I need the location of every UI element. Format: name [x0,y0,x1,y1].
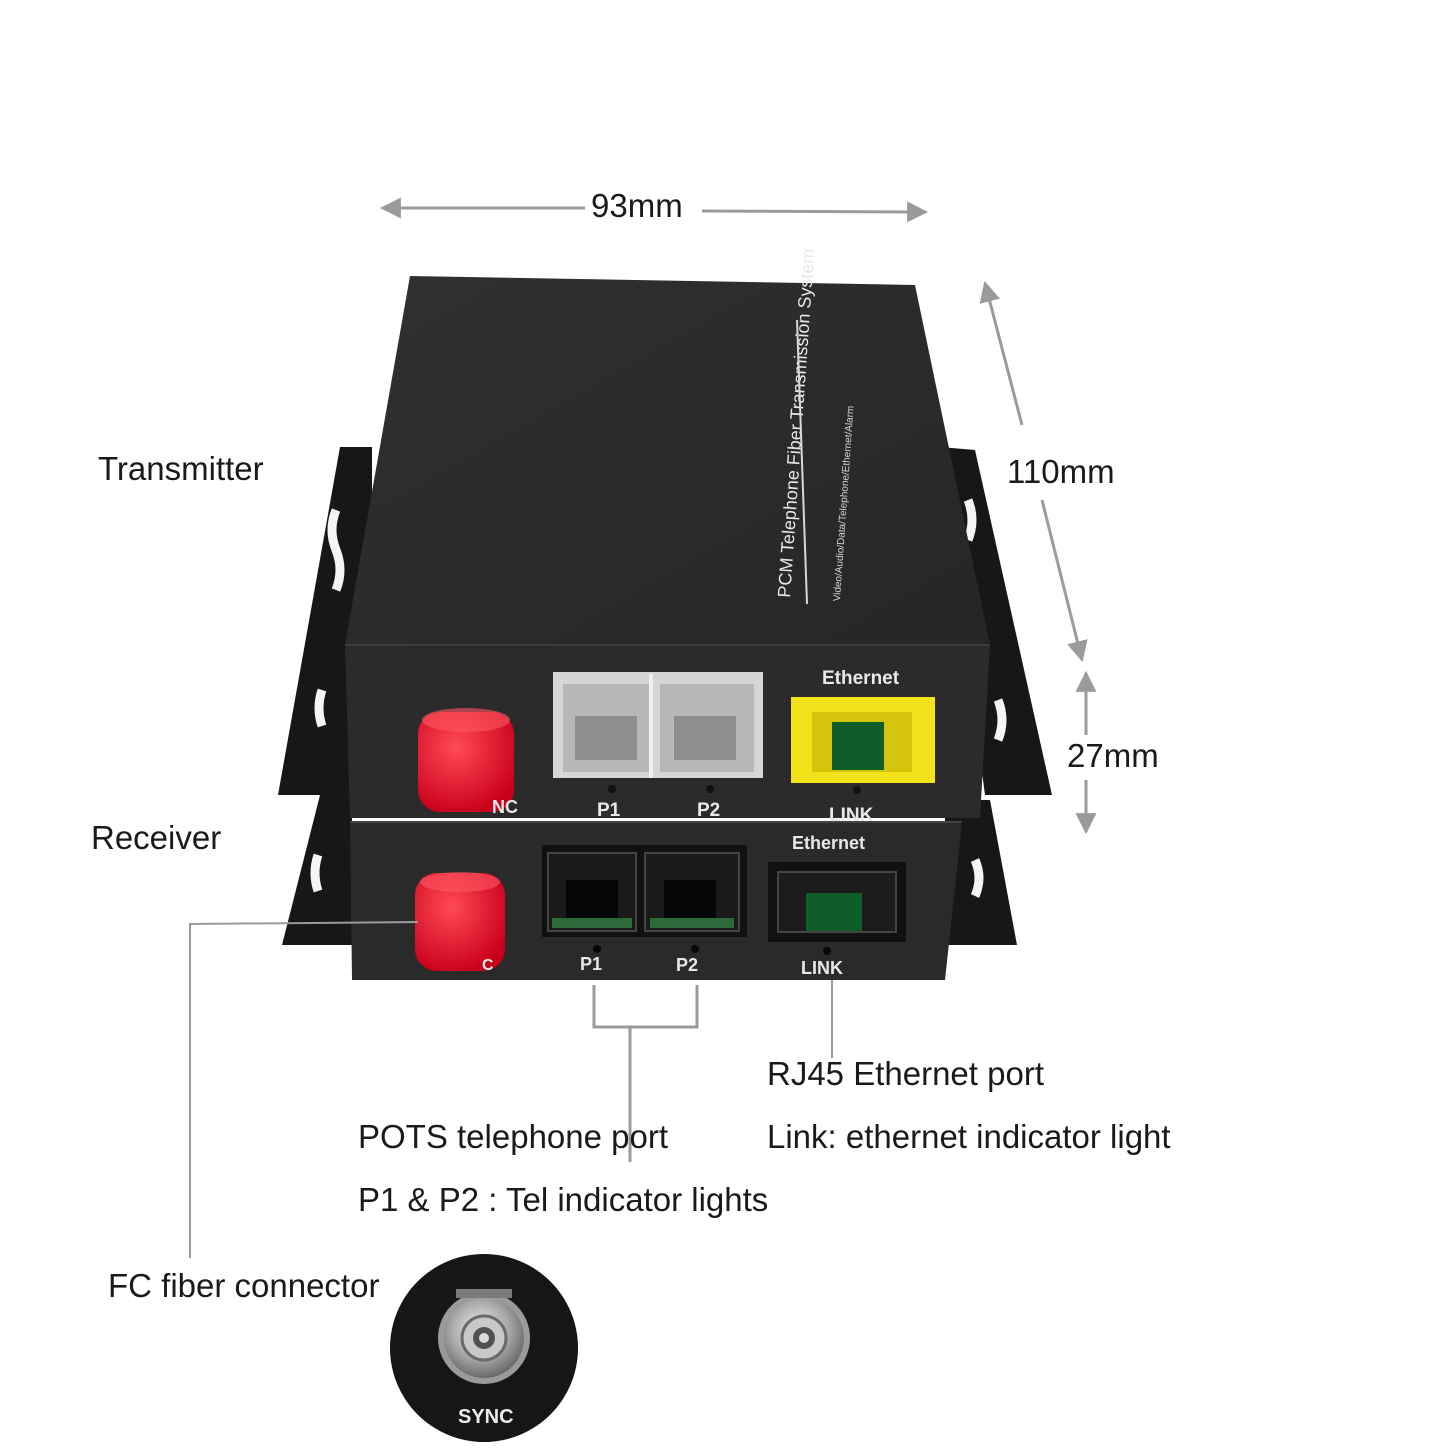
transmitter-ethernet-label: Ethernet [822,668,900,689]
receiver-fc-connector [415,872,505,971]
transmitter-fc-connector [418,708,514,812]
transmitter-link-label: LINK [829,805,874,826]
receiver-ethernet-label: Ethernet [792,833,865,853]
transmitter-ethernet-port [791,697,935,783]
transmitter-label: Transmitter [98,450,264,487]
transmitter-phone-ports [553,672,763,778]
link-light-callout: Link: ethernet indicator light [767,1118,1171,1155]
transmitter-p1-label: P1 [597,800,621,821]
receiver-ethernet-port [768,862,906,942]
transmitter-sync-label: NC [492,797,518,817]
receiver-unit: C P1 P2 Ethernet LINK [350,821,962,980]
rj45-callout: RJ45 Ethernet port [767,1055,1044,1092]
fc-connector-leader [189,921,419,1258]
receiver-p1-label: P1 [580,954,602,974]
fc-connector-closeup: SYNC [390,1254,578,1442]
pots-port-leader [592,985,699,1162]
closeup-sync-label: SYNC [458,1406,514,1428]
width-dimension-label: 93mm [591,187,683,224]
receiver-link-label: LINK [801,958,843,978]
depth-dimension-arrow [979,280,1088,663]
mounting-bracket-right [940,447,1052,945]
transmitter-p2-label: P2 [697,800,720,821]
receiver-sync-label: C [482,957,494,974]
height-dimension-label: 27mm [1067,737,1159,774]
width-dimension-arrow [379,197,929,223]
pots-callout: POTS telephone port [358,1118,669,1155]
depth-dimension-label: 110mm [1007,453,1115,490]
transmitter-unit: PCM Telephone Fiber Transmission System … [345,248,990,826]
tel-lights-callout: P1 & P2 : Tel indicator lights [358,1181,769,1218]
receiver-p2-label: P2 [676,955,698,975]
fc-connector-callout: FC fiber connector [108,1267,380,1304]
receiver-label: Receiver [91,819,222,856]
receiver-phone-ports [542,845,747,937]
